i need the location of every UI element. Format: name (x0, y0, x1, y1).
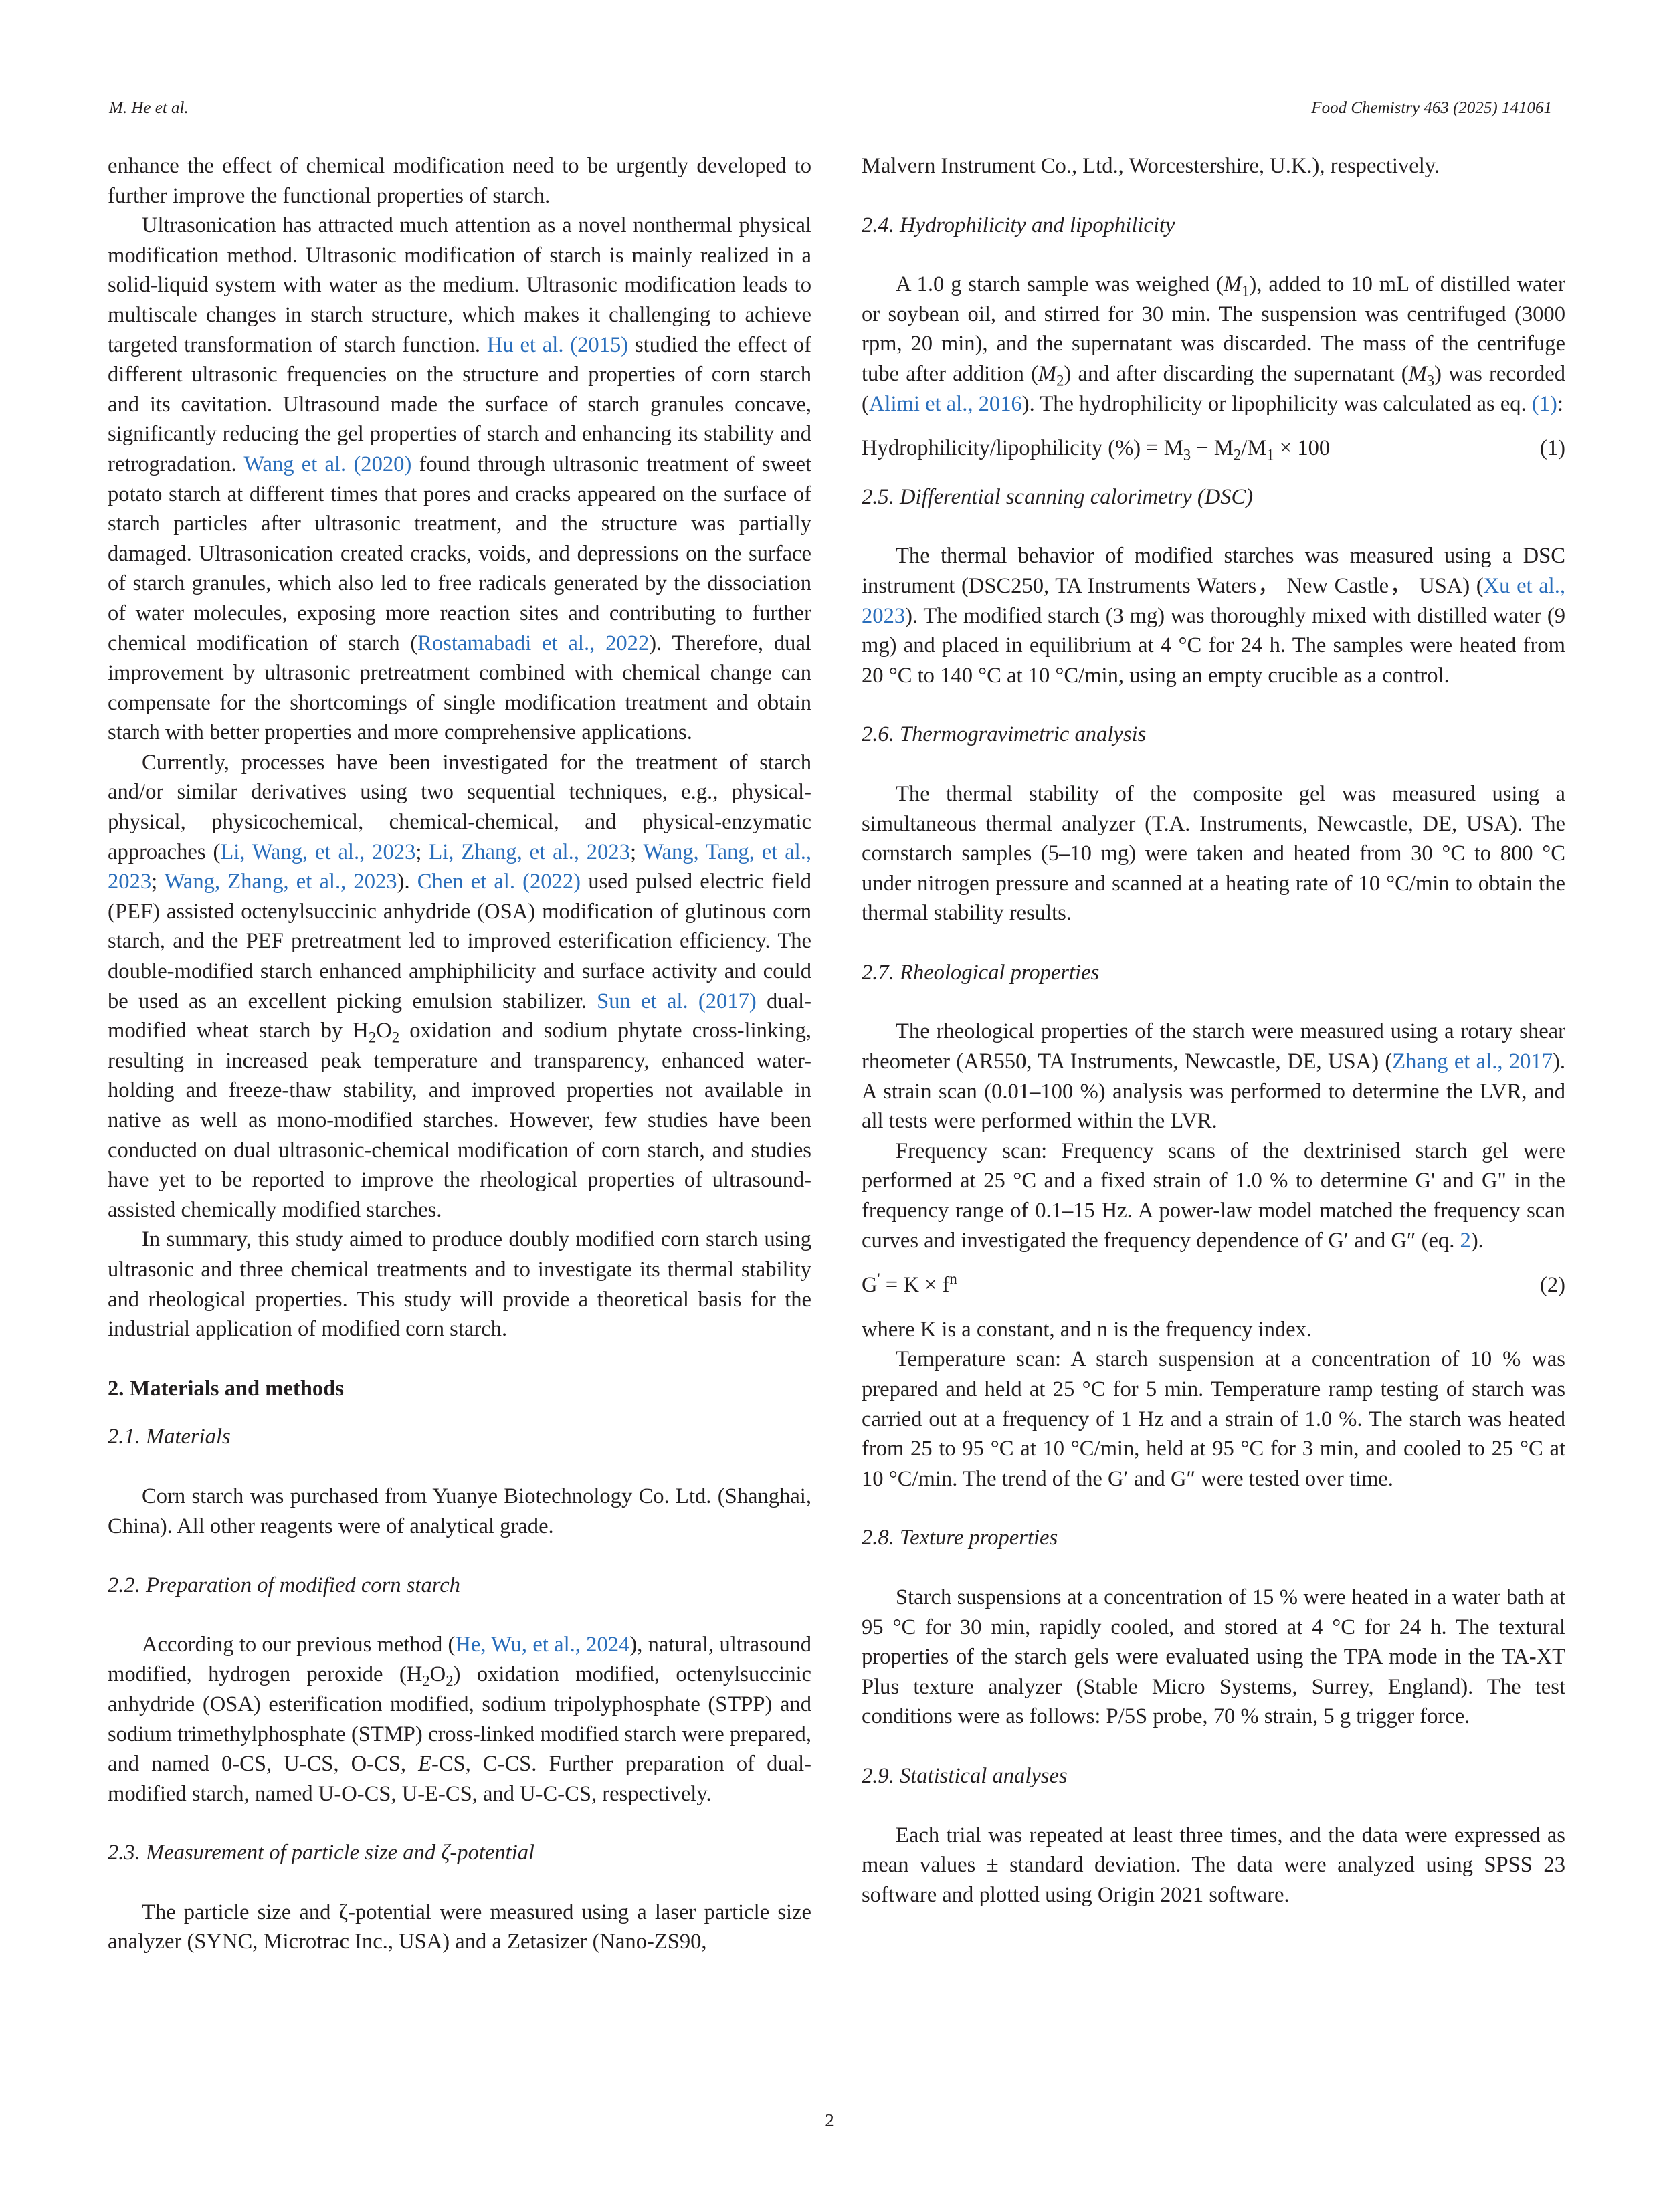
ref-link-wang-tang-2023[interactable]: Wang, Tang, et al., 2023 (108, 839, 812, 894)
subsection-heading-rheological: 2.7. Rheological properties (862, 960, 1100, 985)
particle-size-paragraph: The particle size and ζ-potential were m… (108, 1900, 811, 1954)
rheological-paragraph-3: where K is a constant, and n is the freq… (862, 1317, 1312, 1342)
rheological-paragraph-1: The rheological properties of the starch… (862, 1019, 1565, 1134)
ref-link-sun-2017[interactable]: Sun et al. (2017) (597, 989, 757, 1013)
subsection-heading-preparation: 2.2. Preparation of modified corn starch (108, 1573, 460, 1598)
materials-paragraph: Corn starch was purchased from Yuanye Bi… (108, 1484, 811, 1538)
equation-2-expression: G' = K × fn (862, 1270, 957, 1298)
subsection-heading-thermogravimetric: 2.6. Thermogravimetric analysis (862, 722, 1147, 747)
ref-link-wang-2020[interactable]: Wang et al. (2020) (243, 451, 412, 476)
hydrophilicity-paragraph: A 1.0 g starch sample was weighed (M1), … (862, 272, 1565, 416)
ref-link-zhang-2017[interactable]: Zhang et al., 2017 (1392, 1049, 1553, 1074)
subsection-heading-materials: 2.1. Materials (108, 1425, 231, 1449)
left-column: enhance the effect of chemical modificat… (108, 151, 811, 1957)
section-heading-materials-methods: 2. Materials and methods (108, 1376, 344, 1401)
ref-link-rostamabadi-2022[interactable]: Rostamabadi et al., 2022 (417, 631, 650, 656)
subsection-heading-hydrophilicity: 2.4. Hydrophilicity and lipophilicity (862, 213, 1175, 237)
right-column: Malvern Instrument Co., Ltd., Worcesters… (862, 151, 1565, 1910)
equation-2-number: (2) (1540, 1273, 1565, 1298)
ref-link-wang-zhang-2023[interactable]: Wang, Zhang, et al., 2023 (164, 870, 397, 894)
intro-paragraph-1: enhance the effect of chemical modificat… (108, 154, 811, 208)
rheological-paragraph-4: Temperature scan: A starch suspension at… (862, 1347, 1565, 1491)
subsection-heading-statistical: 2.9. Statistical analyses (862, 1763, 1068, 1788)
equation-link-2[interactable]: 2 (1460, 1228, 1471, 1253)
subsection-heading-texture: 2.8. Texture properties (862, 1526, 1058, 1550)
intro-paragraph-3: Currently, processes have been investiga… (108, 750, 812, 1222)
ref-link-alimi-2016[interactable]: Alimi et al., 2016 (868, 391, 1022, 416)
ref-link-xu-2023[interactable]: Xu et al., 2023 (862, 573, 1565, 628)
intro-paragraph-4: In summary, this study aimed to produce … (108, 1227, 811, 1342)
ref-link-hu-2015[interactable]: Hu et al. (2015) (486, 332, 629, 357)
preparation-paragraph: According to our previous method (He, Wu… (108, 1632, 812, 1806)
ref-link-li-zhang-2023[interactable]: Li, Zhang, et al., 2023 (429, 839, 630, 864)
ref-link-chen-2022[interactable]: Chen et al. (2022) (417, 870, 581, 894)
running-header-journal: Food Chemistry 463 (2025) 141061 (1311, 99, 1552, 117)
running-header-authors: M. He et al. (109, 99, 189, 117)
equation-2: G' = K × fn (2) (862, 1270, 1565, 1300)
equation-1-expression: Hydrophilicity/lipophilicity (%) = M3 − … (862, 436, 1331, 464)
subsection-heading-dsc: 2.5. Differential scanning calorimetry (… (862, 484, 1254, 509)
texture-paragraph: Starch suspensions at a concentration of… (862, 1585, 1565, 1729)
ref-link-li-wang-2023[interactable]: Li, Wang, et al., 2023 (220, 839, 416, 864)
statistical-paragraph: Each trial was repeated at least three t… (862, 1823, 1565, 1907)
ref-link-he-wu-2024[interactable]: He, Wu, et al., 2024 (455, 1632, 630, 1657)
dsc-paragraph: The thermal behavior of modified starche… (862, 544, 1565, 688)
page-number: 2 (825, 2110, 834, 2130)
particle-size-paragraph-cont: Malvern Instrument Co., Ltd., Worcesters… (862, 154, 1440, 178)
thermogravimetric-paragraph: The thermal stability of the composite g… (862, 781, 1565, 926)
subsection-heading-particle-size: 2.3. Measurement of particle size and ζ-… (108, 1841, 535, 1866)
equation-1: Hydrophilicity/lipophilicity (%) = M3 − … (862, 433, 1565, 464)
intro-paragraph-2: Ultrasonication has attracted much atten… (108, 213, 811, 745)
equation-1-number: (1) (1540, 436, 1565, 461)
rheological-paragraph-2: Frequency scan: Frequency scans of the d… (862, 1138, 1565, 1253)
equation-link-1[interactable]: (1) (1531, 391, 1557, 416)
